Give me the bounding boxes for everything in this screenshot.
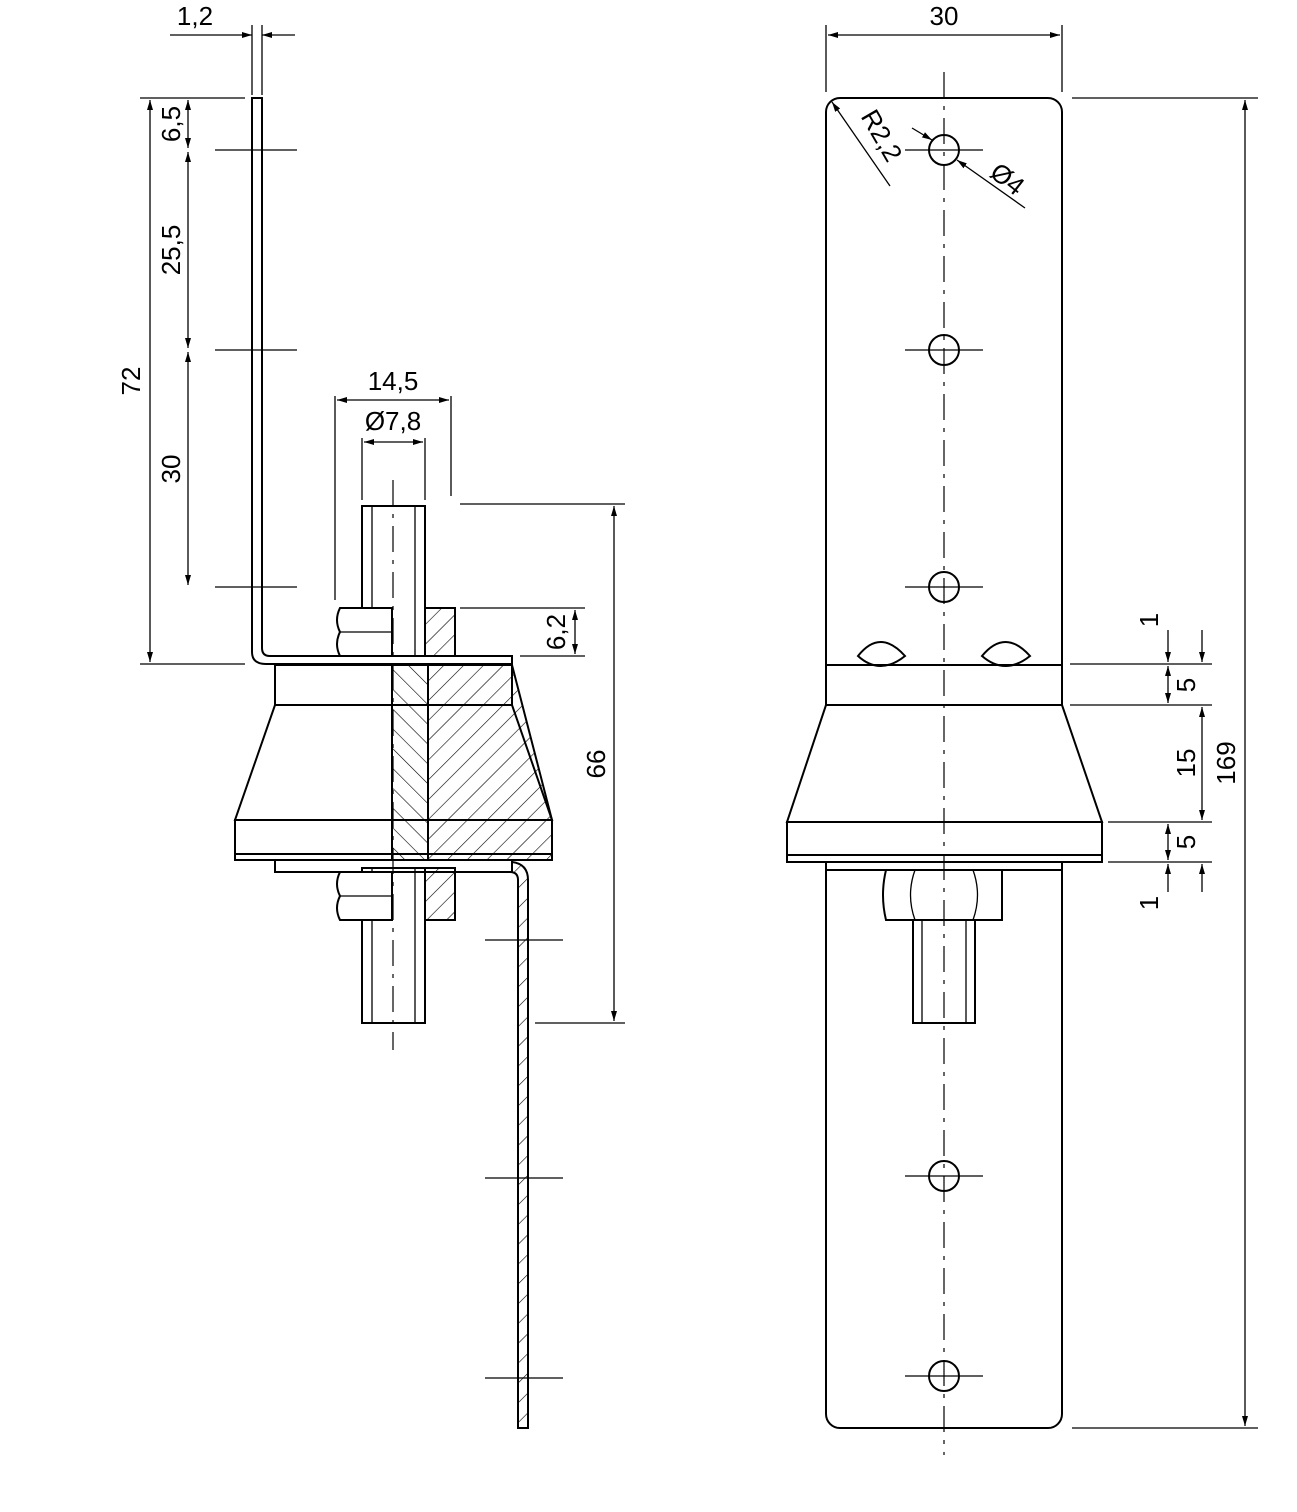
radius-leader (831, 101, 891, 187)
dim-nut-across-flats: 14,5 (368, 366, 419, 396)
dim-bolt-diameter: Ø7,8 (365, 406, 421, 436)
dim-bolt-length: 66 (581, 750, 611, 779)
section-hatch (427, 664, 553, 861)
dim-bracket-width: 30 (930, 1, 959, 31)
front-view: 30 R2,2 Ø4 169 1 5 15 5 1 (785, 1, 1258, 1455)
dim-hole-diameter: Ø4 (985, 156, 1031, 201)
dim-sheet-thickness: 1,2 (177, 1, 213, 31)
locking-tab (856, 641, 907, 667)
dim-total-length: 169 (1211, 741, 1241, 784)
dim-washer-thickness: 6,2 (541, 614, 571, 650)
dim-gap-top: 1 (1134, 613, 1164, 627)
diameter-leader (956, 159, 1026, 209)
diameter-leader (911, 127, 933, 141)
dim-cone-height: 15 (1171, 749, 1201, 778)
upper-washer-hatch (424, 607, 456, 657)
dim-top-hole-offset: 6,5 (156, 106, 186, 142)
lower-bracket (509, 860, 529, 1429)
nut-front (882, 869, 1003, 921)
dim-plate-top: 5 (1171, 678, 1201, 692)
dim-hole-spacing-b: 30 (156, 455, 186, 484)
locking-tab (980, 641, 1032, 667)
nut-facets (909, 869, 979, 921)
dim-bracket-height: 72 (116, 367, 146, 396)
lower-washer-hatch (424, 867, 456, 921)
dim-hole-spacing-a: 25,5 (156, 225, 186, 276)
dim-corner-radius: R2,2 (855, 104, 908, 167)
dim-gap-bottom: 1 (1134, 896, 1164, 910)
section-view: 1,2 72 6,5 25,5 30 14,5 Ø7,8 6,2 66 (116, 1, 625, 1429)
dim-plate-bottom: 5 (1171, 835, 1201, 849)
upper-bracket (251, 97, 513, 665)
bolt-sleeve-hatch (391, 664, 429, 861)
